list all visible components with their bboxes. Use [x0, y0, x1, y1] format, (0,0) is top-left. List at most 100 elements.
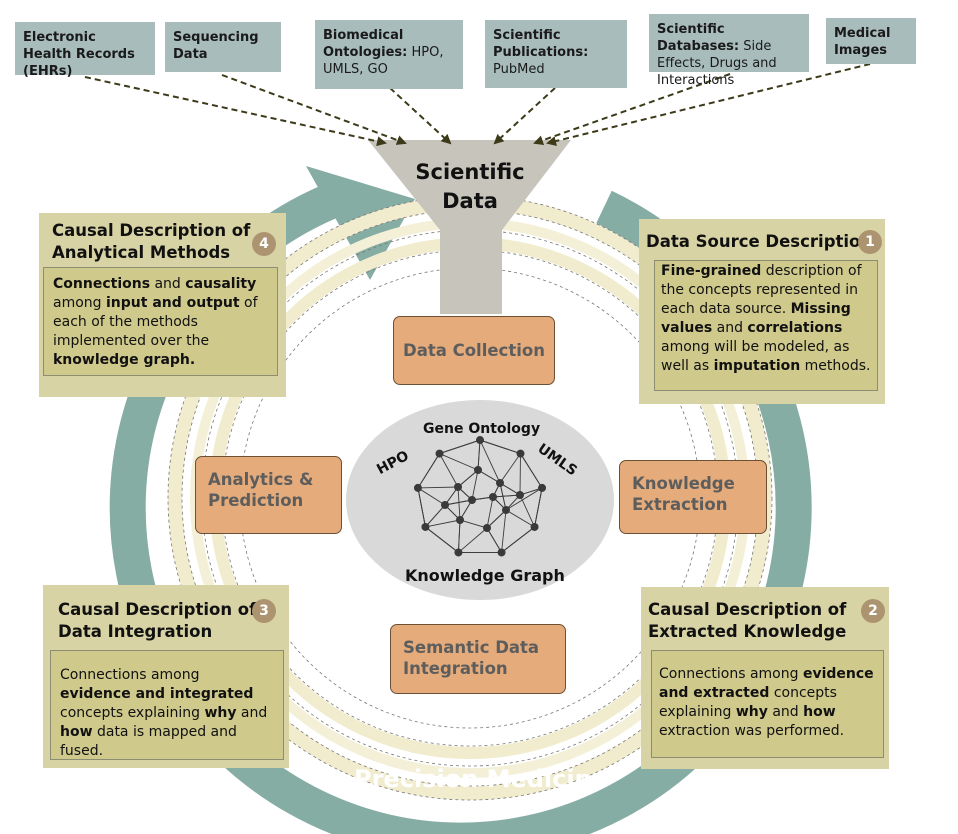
kg-node [456, 516, 464, 524]
arrow-images [546, 63, 871, 146]
kg-edge [458, 519, 461, 553]
knowledge-graph-ellipse [346, 400, 614, 600]
kg-node [502, 506, 510, 514]
source-databases: Scientific Databases: Side Effects, Drug… [649, 14, 809, 88]
kg-edge [505, 509, 535, 528]
kg-edge [534, 487, 543, 528]
body-emphasis: evidence and integrated [60, 686, 254, 702]
kg-edge [457, 469, 479, 488]
arrow-ontologies [389, 87, 452, 145]
kg-node [538, 483, 547, 492]
kg-node [497, 548, 506, 557]
kg-node [441, 501, 449, 509]
kg-edge [501, 509, 507, 553]
stage-analytics: Analytics & Prediction [195, 456, 342, 534]
panel-body: Fine-grained description of the concepts… [654, 260, 878, 391]
arrow-publications [493, 87, 556, 145]
step-badge: 4 [252, 232, 276, 256]
panel-data-integration: Causal Description of Data Integration 3… [43, 585, 289, 768]
body-emphasis: how [60, 724, 93, 740]
stage-semantic-integration: Semantic Data Integration [390, 624, 566, 694]
kg-node [474, 466, 482, 474]
body-emphasis: Missing values [661, 301, 851, 336]
panel-extracted-knowledge: Causal Description of Extracted Knowledg… [641, 587, 889, 769]
panel-body: Connections and causality among input an… [43, 267, 278, 376]
kg-edge [459, 519, 488, 529]
cycle-ring [109, 181, 812, 834]
kg-edge [486, 527, 502, 553]
kg-edge [417, 453, 440, 489]
kg-edge [471, 469, 479, 501]
body-emphasis: why [204, 705, 237, 721]
body-emphasis: correlations [747, 320, 843, 336]
funnel-label: Scientific Data [415, 160, 525, 213]
kg-node [468, 496, 476, 504]
kg-edge [417, 486, 459, 489]
body-emphasis: how [803, 704, 836, 720]
kg-edge [477, 440, 481, 471]
arrow-sequencing [221, 74, 407, 145]
source-ehr: Electronic Health Records (EHRs) [15, 22, 155, 79]
kg-node [516, 449, 525, 458]
kg-edge [479, 439, 501, 484]
kg-edge [499, 453, 521, 484]
stage-data-collection: Data Collection [393, 316, 555, 385]
panel-analytical-methods: Causal Description of Analytical Methods… [39, 213, 286, 397]
source-images: Medical Images [826, 18, 916, 64]
step-badge: 1 [858, 230, 882, 254]
panel-body: Connections among evidence and extracted… [651, 650, 884, 758]
kg-edge [417, 487, 446, 506]
kg-edge [444, 499, 473, 506]
panel-body: Connections among evidence and integrate… [50, 650, 284, 760]
body-emphasis: evidence and extracted [659, 666, 874, 701]
arrow-databases [533, 73, 731, 146]
kg-edge [519, 494, 535, 528]
kg-edge [501, 526, 535, 553]
panel-title: Causal Description of Data Integration [58, 600, 257, 641]
arrow-ehr [84, 76, 387, 147]
kg-node [530, 522, 539, 531]
kg-node [476, 436, 484, 445]
step-badge: 3 [252, 599, 276, 623]
source-sequencing: Sequencing Data [165, 22, 281, 72]
kg-edge [439, 439, 481, 455]
kg-edge [492, 494, 521, 498]
kg-edge [417, 487, 426, 528]
body-emphasis: imputation [713, 358, 801, 374]
body-emphasis: knowledge graph. [53, 352, 196, 368]
kg-edge [425, 526, 459, 553]
body-emphasis: why [735, 704, 768, 720]
kg-node [435, 449, 444, 458]
panel-title: Data Source Description [646, 232, 873, 251]
kg-edge [479, 439, 521, 455]
stage-knowledge-extraction: Knowledge Extraction [619, 460, 767, 534]
kg-edge [520, 453, 543, 489]
kg-edge [486, 496, 494, 529]
knowledge-graph-network [413, 436, 547, 557]
panel-title: Causal Description of Analytical Methods [52, 221, 251, 262]
step-badge: 2 [861, 599, 885, 623]
kg-node [413, 483, 422, 492]
kg-node [454, 548, 463, 557]
kg-edge [505, 487, 543, 511]
kg-edge [458, 527, 488, 553]
kg-edge [439, 453, 459, 488]
source-ontologies: Biomedical Ontologies: HPO, UMLS, GO [315, 20, 463, 89]
kg-node [483, 524, 491, 532]
kg-node [496, 479, 504, 487]
kg-edge [477, 469, 501, 484]
kg-edge [425, 504, 446, 528]
cycle-label: Precision Medicine [354, 765, 608, 793]
kg-node [516, 491, 524, 499]
source-publications: Scientific Publications: PubMed [485, 20, 627, 88]
panel-data-source-description: Data Source Description 1 Fine-grained d… [639, 219, 885, 404]
kg-node [489, 493, 497, 501]
scientific-data-funnel [368, 140, 571, 314]
panel-title: Causal Description of Extracted Knowledg… [648, 600, 847, 641]
kg-edge [425, 519, 461, 528]
kg-node [421, 522, 430, 531]
body-emphasis: Connections [53, 276, 151, 292]
kg-edge [439, 453, 479, 471]
kg-title: Knowledge Graph [405, 566, 565, 585]
